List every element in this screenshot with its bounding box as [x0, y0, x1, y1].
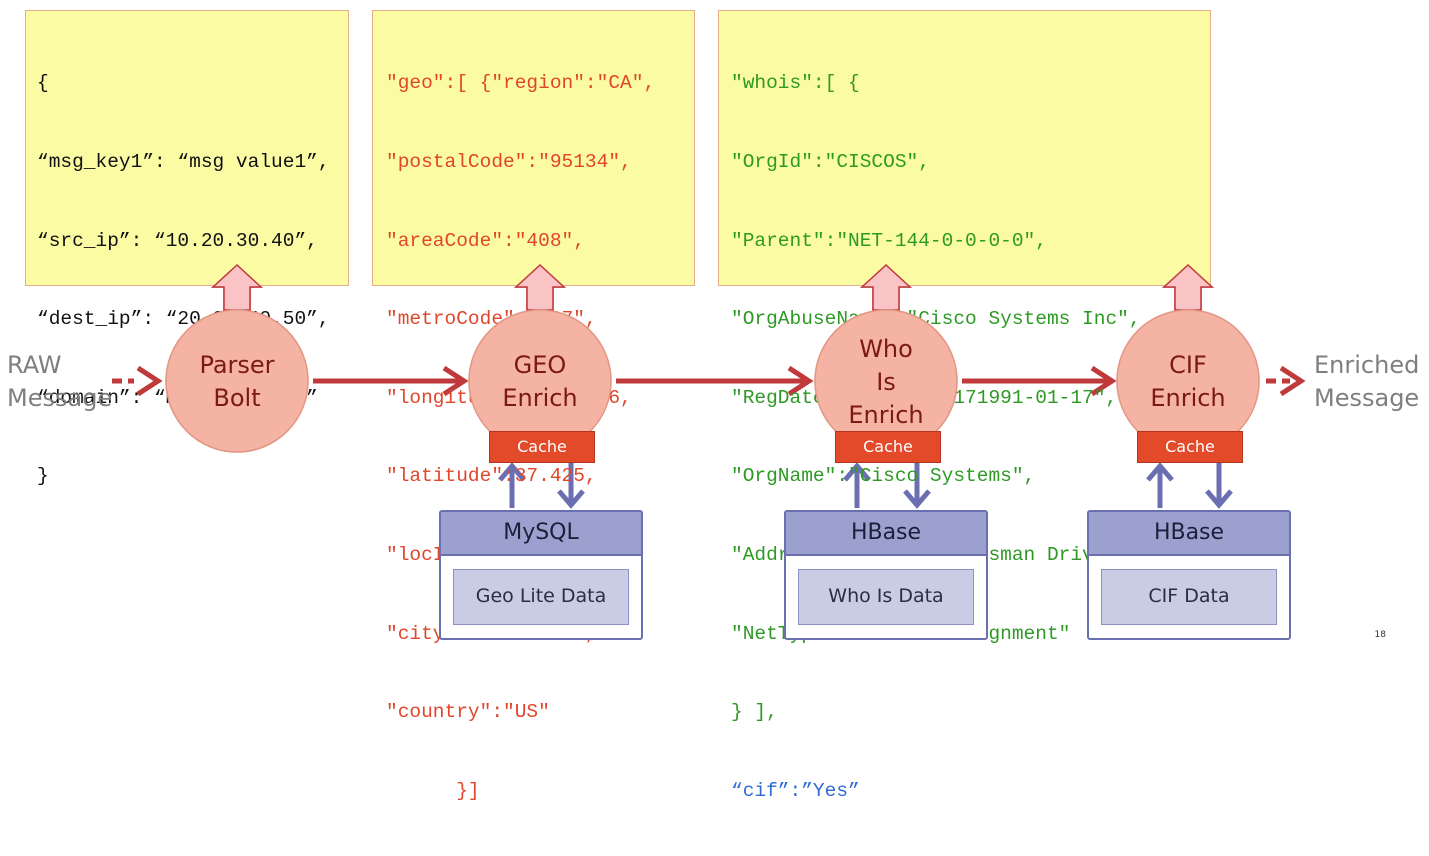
geo-line: "latitude":37.425, — [386, 465, 597, 488]
store-data: Geo Lite Data — [453, 569, 629, 625]
geo-line: }] — [386, 779, 480, 802]
enriched-message-label: Enriched Message — [1314, 349, 1419, 415]
geo-enrich-label: GEO Enrich — [470, 349, 610, 415]
geo-line: "areaCode":"408", — [386, 229, 585, 252]
raw-input-arrow — [112, 365, 163, 397]
node-label-line: Parser — [199, 351, 275, 379]
store-title: MySQL — [441, 512, 641, 556]
cif-cache: Cache — [1137, 431, 1243, 463]
node-label-line: Enrich — [848, 401, 924, 429]
geo-line: "postalCode":"95134", — [386, 151, 632, 173]
store-title: HBase — [1089, 512, 1289, 556]
db-arrows-whois — [843, 462, 931, 509]
raw-label-line: Message — [7, 384, 113, 412]
whois-line: "Parent":"NET-144-0-0-0-0", — [731, 229, 1047, 252]
geo-line: "metroCode":"807", — [386, 308, 597, 331]
raw-line: } — [37, 465, 49, 488]
node-label-line: Is — [876, 368, 896, 396]
cif-enrich-label: CIF Enrich — [1118, 349, 1258, 415]
raw-message-label: RAW Message — [7, 349, 112, 415]
whois-line: "OrgId":"CISCOS", — [731, 151, 930, 173]
whois-line: "OrgName":"Cisco Systems", — [731, 465, 1036, 488]
whois-note: "whois":[ { "OrgId":"CISCOS", "Parent":"… — [718, 10, 1211, 802]
whois-line: "OrgAbuseName":"Cisco Systems Inc", — [731, 308, 1141, 331]
parser-bolt-label: Parser Bolt — [167, 349, 307, 415]
flow-arrow-whois-cif — [962, 365, 1117, 397]
enriched-label-line: Message — [1314, 384, 1420, 412]
hbase-cif-store: HBase CIF Data — [1087, 510, 1291, 640]
hbase-whois-store: HBase Who Is Data — [784, 510, 988, 640]
flow-arrow-parser-geo — [313, 365, 469, 397]
node-label-line: CIF — [1169, 351, 1207, 379]
raw-line: { — [37, 72, 49, 95]
node-label-line: Enrich — [1150, 384, 1226, 412]
node-label-line: GEO — [513, 351, 567, 379]
enriched-label-line: Enriched — [1314, 351, 1420, 379]
node-label-line: Who — [859, 335, 913, 363]
page-number: 18 — [1374, 630, 1386, 640]
node-label-line: Bolt — [213, 384, 261, 412]
raw-message-note: { “msg_key1”: “msg value1”, “src_ip”: “1… — [25, 10, 349, 487]
raw-label-line: RAW — [7, 351, 62, 379]
node-label-line: Enrich — [502, 384, 578, 412]
flow-arrow-geo-whois — [616, 365, 814, 397]
cif-line: “cif”:”Yes” — [731, 779, 860, 802]
raw-line: “dest_ip”: “20.30.40.50”, — [37, 308, 330, 331]
db-arrows-cif — [1146, 462, 1233, 509]
store-data: CIF Data — [1101, 569, 1277, 625]
db-arrows-geo — [498, 462, 585, 509]
raw-line: “src_ip”: “10.20.30.40”, — [37, 229, 318, 252]
output-arrow — [1266, 365, 1306, 397]
store-title: HBase — [786, 512, 986, 556]
whois-enrich-label: Who Is Enrich — [816, 333, 956, 432]
whois-line: "whois":[ { — [731, 72, 860, 95]
whois-cache: Cache — [835, 431, 941, 463]
whois-line: } ], — [731, 701, 778, 724]
geo-line: "country":"US" — [386, 701, 550, 724]
geo-line: "geo":[ {"region":"CA", — [386, 72, 656, 95]
geo-cache: Cache — [489, 431, 595, 463]
store-data: Who Is Data — [798, 569, 974, 625]
raw-line: “msg_key1”: “msg value1”, — [37, 151, 330, 173]
mysql-store: MySQL Geo Lite Data — [439, 510, 643, 640]
geo-note: "geo":[ {"region":"CA", "postalCode":"95… — [372, 10, 695, 802]
